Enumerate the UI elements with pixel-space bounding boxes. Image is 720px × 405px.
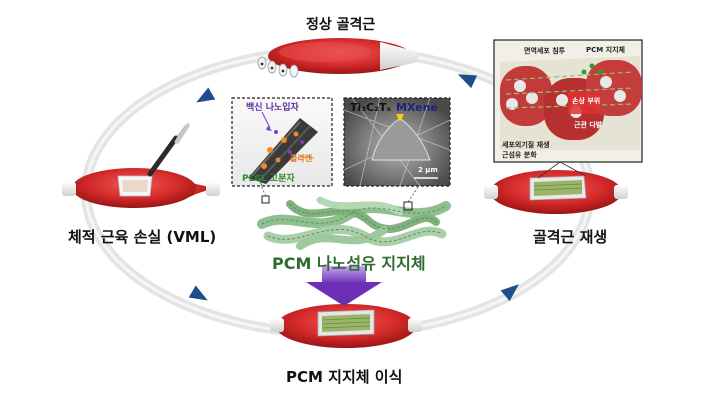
nanofiber-mesh	[257, 196, 451, 250]
vml-muscle-illustration	[62, 168, 220, 208]
flow-arrow-top-left	[196, 87, 216, 103]
label-vaccine-np: 백신 나노입자	[246, 103, 299, 113]
label-scale-bar: 2 μm	[418, 166, 438, 174]
zoom-marker-left	[261, 195, 270, 204]
regenerated-muscle-illustration	[484, 170, 628, 214]
label-macrophage: 면역세포 침투	[524, 47, 566, 55]
flow-arrow-bottom-right	[500, 284, 519, 302]
label-pcm-scaffold: PCM 지지체	[586, 46, 625, 54]
label-scaffold: PCM 나노섬유 지지체	[272, 254, 426, 273]
implant-muscle-illustration	[270, 304, 422, 348]
label-regeneration: 골격근 재생	[533, 228, 608, 246]
label-implant: PCM 지지체 이식	[286, 368, 403, 386]
label-vml: 체적 근육 손실 (VML)	[68, 228, 217, 246]
regeneration-inset	[493, 39, 643, 163]
implant-arrow	[306, 266, 382, 306]
flow-arrow-bottom-left	[188, 285, 208, 301]
label-mxene-formula: Ti₃C₂Tₓ	[350, 101, 392, 114]
sem-inset	[343, 97, 451, 187]
label-bullet-ecm: 세포외기질 재생	[502, 141, 550, 149]
flow-arrow-top-right	[457, 74, 478, 89]
label-mxene-name: MXene	[396, 101, 438, 114]
scalpel-icon	[147, 122, 190, 177]
label-bullet-fiber: 근섬유 분화	[502, 151, 537, 159]
label-damage-site: 손상 부위	[572, 97, 601, 105]
label-plcl: PLCL 고분자	[242, 174, 295, 184]
label-muscle-bundle: 근관 다발	[574, 121, 603, 129]
nanofiber-inset	[231, 97, 333, 187]
normal-muscle-illustration	[257, 38, 420, 78]
label-collagen: 콜라겐	[290, 154, 313, 163]
label-normal-muscle: 정상 골격근	[306, 17, 376, 33]
